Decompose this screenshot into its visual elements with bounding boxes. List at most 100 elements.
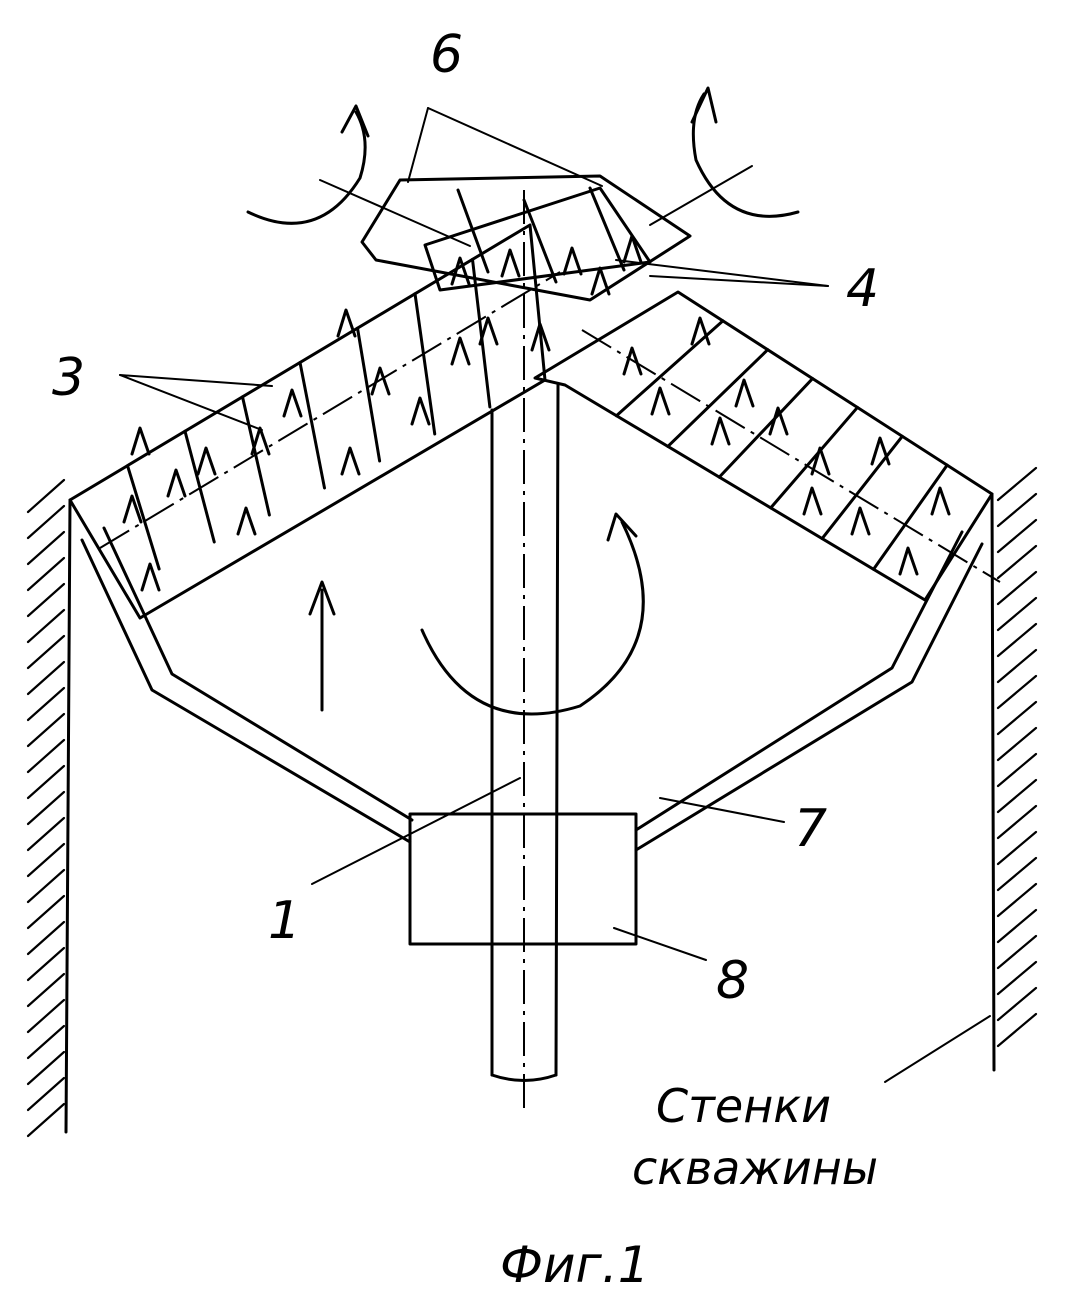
insert-mark [736, 380, 753, 406]
hatch-mark [998, 832, 1036, 864]
hatch-mark [998, 728, 1036, 760]
label-7: 7 [794, 799, 827, 859]
insert-mark [564, 248, 581, 274]
caption-line-1: Стенки [656, 1079, 831, 1133]
hatch-mark [28, 1000, 64, 1032]
caption-line-2: скважины [632, 1141, 878, 1195]
insert-mark [132, 428, 149, 454]
segment-divider [185, 431, 214, 542]
borehole-wall-left [28, 480, 70, 1136]
insert-mark [872, 438, 889, 464]
segment-divider [822, 436, 902, 538]
cutter-segments-left [128, 259, 490, 569]
insert-mark [900, 548, 917, 574]
hatch-mark [28, 896, 64, 928]
hatch-mark [28, 1104, 64, 1136]
insert-mark [652, 388, 669, 414]
hatch-mark [28, 584, 64, 616]
insert-mark [412, 398, 429, 424]
central-shaft [492, 190, 558, 1112]
insert-mark [932, 488, 949, 514]
hatch-mark [998, 676, 1036, 708]
insert-mark [342, 448, 359, 474]
rotation-arrow-top-left [248, 106, 368, 223]
hatch-mark [28, 766, 64, 798]
insert-mark [592, 268, 609, 294]
segment-divider [128, 466, 160, 569]
hatch-mark [998, 598, 1036, 630]
hatch-mark [28, 844, 64, 876]
label-1: 1 [268, 891, 301, 951]
hatch-mark [998, 520, 1036, 552]
cutter-body-left [70, 225, 545, 618]
hatch-mark [998, 624, 1036, 656]
hatch-mark [998, 468, 1036, 500]
insert-mark [712, 418, 729, 444]
insert-mark [252, 428, 269, 454]
roller-top [362, 176, 690, 300]
label-6: 6 [430, 25, 463, 85]
insert-mark [284, 390, 301, 416]
hatch-mark [28, 1026, 64, 1058]
hatch-mark [28, 610, 64, 642]
hatch-mark [998, 910, 1036, 942]
insert-mark [804, 488, 821, 514]
hatch-mark [28, 506, 64, 538]
cutter-body-right [535, 292, 992, 600]
insert-mark [624, 236, 641, 262]
hatch-mark [998, 988, 1036, 1020]
hatch-mark [28, 558, 64, 590]
hatch-mark [998, 780, 1036, 812]
hatch-mark [28, 662, 64, 694]
hatch-mark [28, 532, 64, 564]
insert-mark [852, 508, 869, 534]
hatch-mark [28, 922, 64, 954]
hatch-mark [998, 806, 1036, 838]
segment-divider [243, 397, 270, 515]
insert-mark [238, 508, 255, 534]
label-4: 4 [846, 259, 879, 319]
hatch-mark [998, 858, 1036, 890]
hatch-mark [28, 740, 64, 772]
rotation-arrow-center [422, 514, 643, 714]
insert-mark [452, 338, 469, 364]
insert-mark [480, 318, 497, 344]
up-arrow [310, 582, 334, 710]
hatch-mark [28, 948, 64, 980]
label-8: 8 [716, 951, 749, 1011]
hatch-mark [998, 936, 1036, 968]
hatch-mark [998, 650, 1036, 682]
label-3: 3 [52, 348, 85, 408]
hatch-mark [28, 480, 64, 512]
hatch-mark [28, 818, 64, 850]
segment-divider [358, 328, 380, 461]
hatch-mark [28, 792, 64, 824]
borehole-wall-right [992, 468, 1036, 1070]
hatch-mark [998, 884, 1036, 916]
hatch-mark [998, 494, 1036, 526]
insert-mark [770, 408, 787, 434]
hatch-mark [998, 702, 1036, 734]
rotation-arrow-top-right [692, 88, 798, 216]
insert-mark [168, 470, 185, 496]
hatch-mark [998, 572, 1036, 604]
insert-mark [338, 310, 355, 336]
hatch-mark [28, 870, 64, 902]
hatch-mark [28, 974, 64, 1006]
hatch-mark [998, 546, 1036, 578]
hatch-mark [28, 636, 64, 668]
hatch-mark [28, 688, 64, 720]
hatch-mark [28, 714, 64, 746]
segment-divider [719, 379, 812, 478]
insert-mark [502, 250, 519, 276]
hatch-mark [998, 962, 1036, 994]
insert-mark [198, 448, 215, 474]
figure-label: Фиг.1 [500, 1236, 650, 1294]
hatch-mark [998, 1014, 1036, 1046]
insert-mark [372, 368, 389, 394]
hatch-mark [28, 1078, 64, 1110]
insert-mark [142, 564, 159, 590]
channel-left [82, 528, 412, 842]
